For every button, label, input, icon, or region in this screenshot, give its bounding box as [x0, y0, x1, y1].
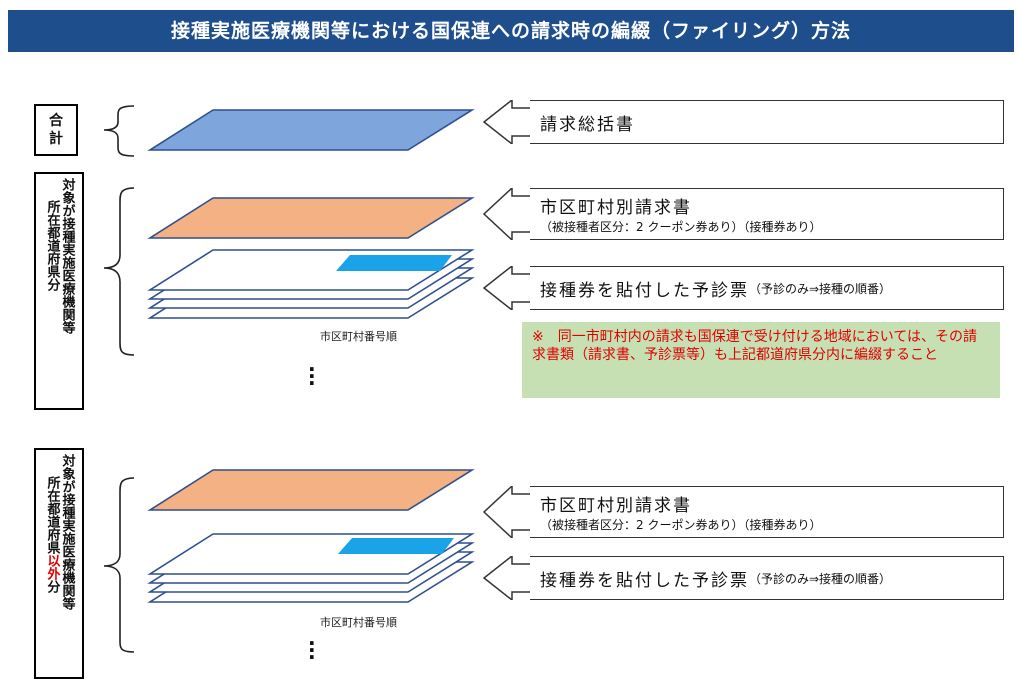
section-label-in-prefecture: 対象が接種実施医療機関等 所在都道府県分 [34, 172, 84, 410]
arrow-left-icon [482, 188, 532, 240]
callout-main-text: 接種券を貼付した予診票 [540, 570, 749, 591]
section-label-total-text: 合 計 [49, 113, 63, 147]
continuation-dots: ··· [308, 631, 316, 669]
callout-sub-text: （被接種者区分：2 クーポン券あり）（接種券あり） [540, 518, 822, 532]
callout-sub-text: （被接種者区分：2 クーポン券あり）（接種券あり） [540, 220, 822, 234]
callout-sub-text: （予診のみ⇒接種の順番） [749, 281, 892, 296]
section-label-out-prefecture: 対象が接種実施医療機関等 所在都道府県以外分 [34, 448, 84, 679]
callout-main-text: 市区町村別請求書 [540, 496, 692, 516]
section-label-line2: 所在都道府県分 [44, 200, 60, 291]
brace-total [103, 105, 135, 157]
callout-city-invoice-2: 市区町村別請求書 （被接種者区分：2 クーポン券あり）（接種券あり） [482, 486, 1004, 538]
arrow-left-icon [482, 556, 532, 600]
callout-main-text: 市区町村別請求書 [540, 198, 692, 218]
section-label-line1: 対象が接種実施医療機関等 [59, 454, 75, 610]
order-label: 市区町村番号順 [320, 616, 397, 629]
continuation-dots: ··· [308, 357, 316, 395]
highlight-text: 以外 [44, 554, 60, 580]
section-label-line2: 所在都道府県以外分 [44, 476, 60, 593]
city-invoice-sheet [147, 197, 475, 239]
page-title: 接種実施医療機関等における国保連への請求時の編綴（ファイリング）方法 [170, 20, 851, 42]
summary-sheet [147, 109, 475, 151]
city-invoice-sheet [147, 469, 475, 511]
order-label: 市区町村番号順 [320, 330, 397, 343]
brace-out-prefecture [103, 477, 135, 653]
note-box: ※ 同一市町村内の請求も国保連で受け付ける地域においては、その請求書類（請求書、… [522, 322, 1000, 398]
callout-main-text: 接種券を貼付した予診票 [540, 280, 749, 301]
callout-main-text: 請求総括書 [540, 114, 635, 135]
arrow-left-icon [482, 486, 532, 538]
callout-ticket-form-1: 接種券を貼付した予診票 （予診のみ⇒接種の順番） [482, 266, 1004, 310]
brace-in-prefecture [103, 187, 135, 356]
callout-city-invoice-1: 市区町村別請求書 （被接種者区分：2 クーポン券あり）（接種券あり） [482, 188, 1004, 240]
callout-sub-text: （予診のみ⇒接種の順番） [749, 571, 892, 586]
callout-summary: 請求総括書 [482, 100, 1004, 144]
ticket-tab [336, 255, 452, 271]
arrow-left-icon [482, 100, 532, 144]
section-label-total: 合 計 [34, 104, 78, 156]
arrow-left-icon [482, 266, 532, 310]
title-bar: 接種実施医療機関等における国保連への請求時の編綴（ファイリング）方法 [8, 10, 1014, 52]
callout-ticket-form-2: 接種券を貼付した予診票 （予診のみ⇒接種の順番） [482, 556, 1004, 600]
section-label-line1: 対象が接種実施医療機関等 [59, 178, 75, 334]
ticket-tab [338, 538, 454, 554]
